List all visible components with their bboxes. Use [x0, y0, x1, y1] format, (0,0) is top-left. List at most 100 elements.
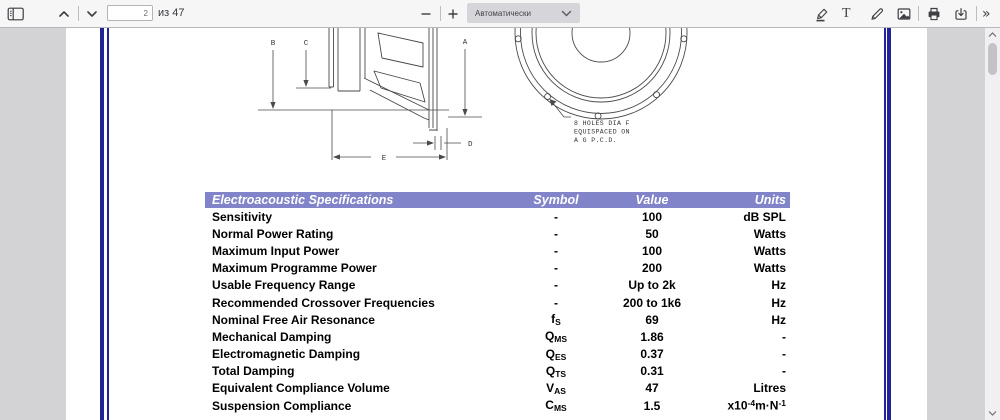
scroll-down-button[interactable]	[985, 406, 1000, 419]
spec-value: 1.5	[643, 398, 661, 413]
spec-parameter: Maximum Programme Power	[212, 261, 377, 276]
spec-symbol: fS	[551, 312, 561, 328]
more-tools-button[interactable]: »	[982, 4, 991, 23]
spec-parameter: Usable Frequency Range	[212, 278, 356, 293]
spec-value: 1.86	[640, 329, 664, 344]
spec-symbol: CMS	[545, 398, 567, 414]
spec-parameter: Suspension Compliance	[212, 398, 352, 413]
spec-row: Suspension Compliance CMS 1.5 x10-4m·N-1	[205, 397, 790, 414]
symbol-subscript: MS	[554, 334, 568, 345]
toolbar-separator	[918, 6, 919, 21]
draw-tool-button[interactable]	[869, 4, 885, 23]
page-border-line	[887, 27, 891, 420]
spec-parameter: Maximum Input Power	[212, 243, 340, 258]
speaker-cross-section	[328, 27, 438, 131]
page-count-label: из 47	[158, 7, 185, 19]
symbol-subscript: S	[555, 317, 561, 328]
spec-units: x10-4m·N-1	[727, 398, 787, 413]
units-superscript: -1	[778, 398, 786, 409]
symbol-subscript: MS	[553, 403, 567, 414]
page-border-line	[107, 27, 109, 420]
dim-label-c: C	[304, 40, 309, 48]
spec-units: -	[782, 347, 786, 362]
note-line: A G P.C.D.	[574, 137, 617, 144]
spec-parameter: Mechanical Damping	[212, 329, 332, 344]
pen-icon	[871, 7, 883, 20]
spec-units: Litres	[753, 381, 786, 396]
plus-icon	[448, 9, 458, 18]
spec-units: Hz	[771, 312, 786, 327]
toolbar: из 47 Автоматически T	[0, 0, 1000, 28]
header-units: Units	[754, 193, 786, 207]
save-button[interactable]	[953, 4, 969, 23]
technical-drawing: B C A D E	[258, 27, 688, 163]
text-tool-icon: T	[842, 5, 851, 21]
spec-symbol: -	[554, 209, 558, 224]
symbol-subscript: ES	[555, 351, 567, 362]
spec-symbol: -	[554, 243, 558, 258]
dim-label-e: E	[382, 155, 387, 163]
spec-parameter: Total Damping	[212, 364, 295, 379]
spec-symbol: -	[554, 278, 558, 293]
spec-row: Equivalent Compliance Volume VAS 47 Litres	[205, 380, 790, 397]
spec-value: 0.31	[640, 364, 664, 379]
scrollbar-thumb[interactable]	[988, 43, 997, 75]
next-page-button[interactable]	[84, 4, 100, 23]
vertical-scrollbar[interactable]	[985, 27, 1000, 420]
zoom-out-button[interactable]	[418, 4, 434, 23]
highlight-tool-button[interactable]	[814, 4, 830, 23]
sidebar-toggle-icon	[7, 7, 24, 20]
toolbar-separator	[78, 6, 79, 21]
scroll-up-button[interactable]	[985, 28, 1000, 41]
symbol-subscript: TS	[555, 368, 567, 379]
header-symbol: Symbol	[533, 193, 579, 207]
minus-icon	[421, 12, 431, 15]
scroll-up-icon	[988, 31, 997, 37]
zoom-in-button[interactable]	[445, 4, 461, 23]
spec-symbol: -	[554, 226, 558, 241]
print-button[interactable]	[926, 4, 942, 23]
note-line: EQUISPACED ON	[574, 129, 630, 136]
zoom-select[interactable]: Автоматически	[467, 3, 580, 23]
page-border-line	[100, 27, 104, 420]
previous-page-button[interactable]	[56, 4, 72, 23]
sidebar-toggle-button[interactable]	[7, 4, 25, 23]
spec-symbol: VAS	[546, 380, 566, 396]
printer-icon	[928, 7, 940, 20]
header-value: Value	[635, 193, 669, 207]
spec-value: 0.37	[640, 347, 664, 362]
text-tool-button[interactable]: T	[842, 4, 851, 23]
spec-symbol: QTS	[545, 363, 567, 379]
toolbar-separator	[440, 6, 441, 21]
symbol-subscript: AS	[554, 385, 566, 396]
note-line: 8 HOLES DIA F	[574, 120, 630, 127]
spec-units: Hz	[771, 278, 786, 293]
header-parameter: Electroacoustic Specifications	[212, 193, 394, 207]
dimension-lines	[258, 49, 482, 160]
spec-value: 47	[645, 381, 659, 396]
image-icon	[897, 7, 911, 20]
download-icon	[955, 7, 967, 20]
spec-value: 100	[641, 243, 663, 258]
add-image-button[interactable]	[896, 4, 912, 23]
spec-parameter: Equivalent Compliance Volume	[212, 381, 390, 396]
spec-row: Nominal Free Air Resonance fS 69 Hz	[205, 311, 790, 328]
spec-parameter: Nominal Free Air Resonance	[212, 312, 375, 327]
spec-units: dB SPL	[743, 209, 786, 224]
scroll-down-icon	[988, 410, 997, 416]
document-viewer: B C A D E	[0, 27, 1000, 420]
spec-value: 69	[645, 312, 659, 327]
dim-label-a: A	[463, 39, 468, 47]
page-number-input[interactable]	[107, 5, 153, 21]
spec-parameter: Recommended Crossover Frequencies	[212, 295, 435, 310]
pdf-page: B C A D E	[66, 27, 927, 420]
highlighter-icon	[816, 8, 828, 21]
spec-units: Hz	[771, 295, 786, 310]
spec-units: -	[782, 364, 786, 379]
